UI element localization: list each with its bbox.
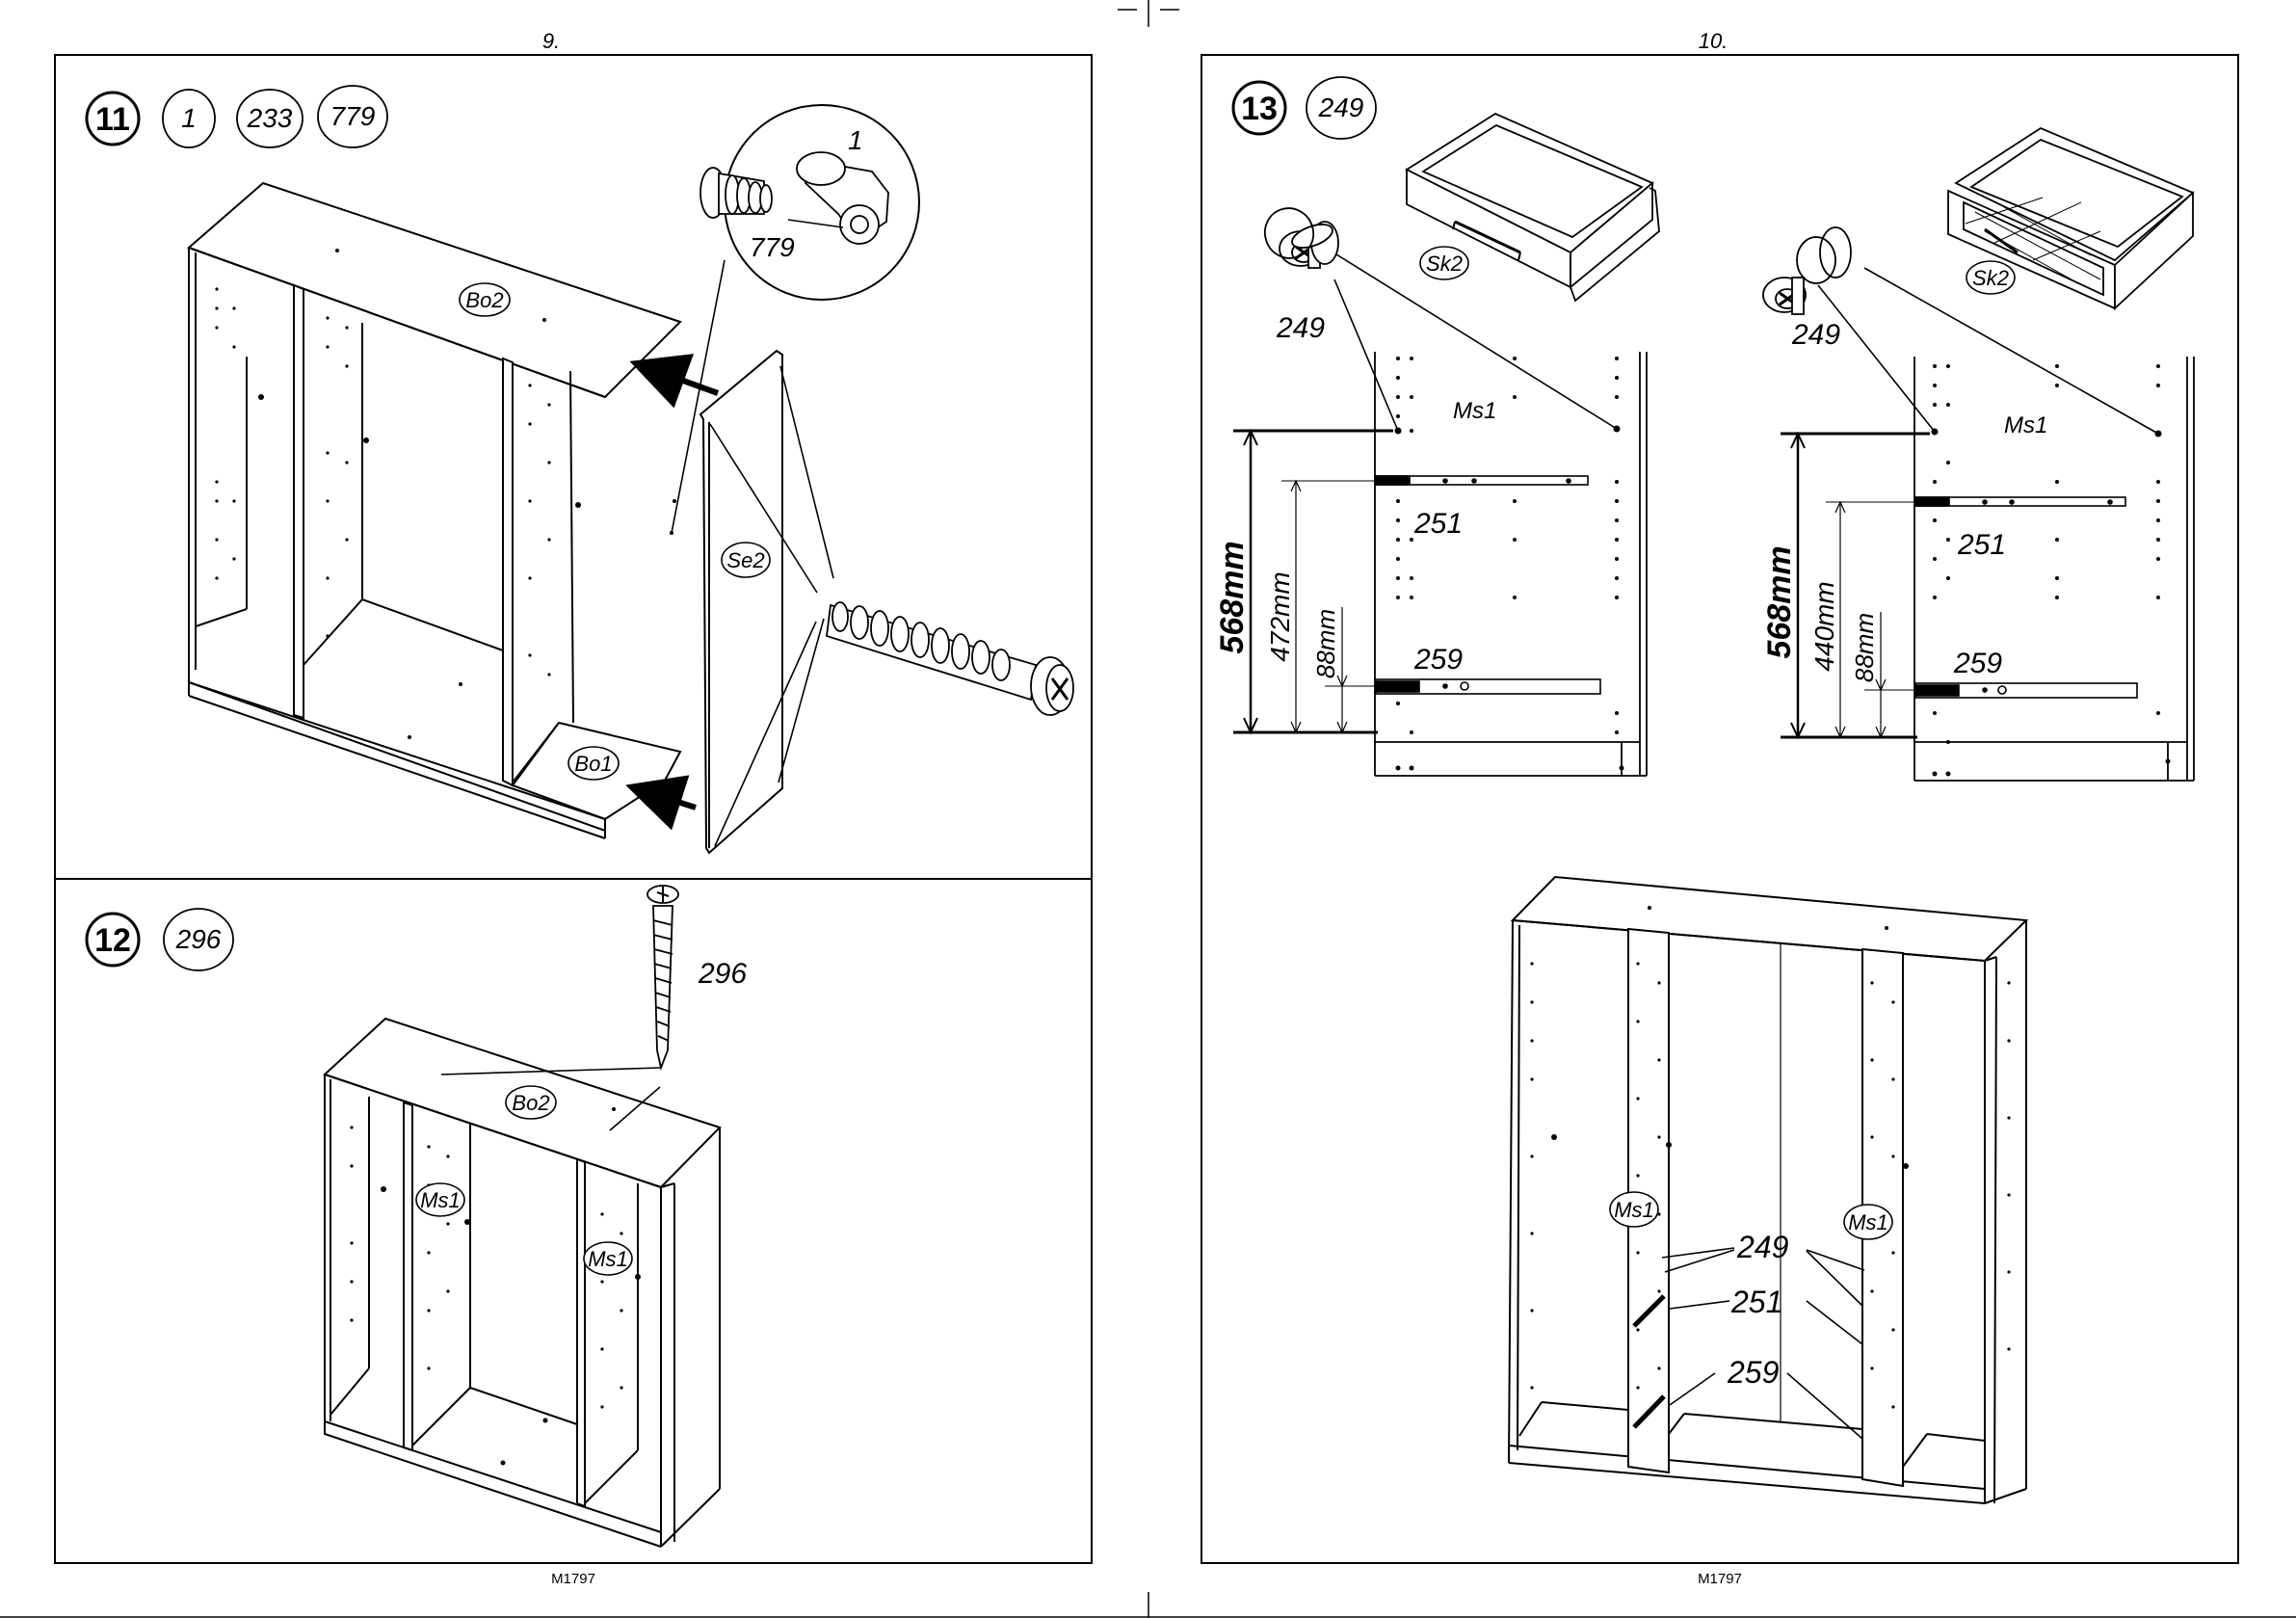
footer-code-right: M1797 xyxy=(1698,1571,1742,1587)
rail-label-251: 251 xyxy=(1957,529,2006,561)
screw-label-296: 296 xyxy=(698,958,747,990)
part-number: 233 xyxy=(247,103,293,133)
step-13: 13 249 249 xyxy=(1214,77,2194,1503)
part-number: 249 xyxy=(1318,93,1364,122)
panel-label-ms1: Ms1 xyxy=(1848,1210,1888,1234)
page-number-right: 10. xyxy=(1699,29,1729,53)
step-13-number: 13 xyxy=(1241,91,1278,127)
rail-251-drawing xyxy=(1376,476,1588,485)
step-11-number: 11 xyxy=(95,101,130,138)
rail-259-drawing xyxy=(1376,679,1600,694)
dimension-88: 88mm xyxy=(1850,613,1879,682)
rail-label-251: 251 xyxy=(1413,508,1463,540)
dimension-440: 440mm xyxy=(1809,581,1839,671)
panel-label-ms1: Ms1 xyxy=(1614,1198,1654,1222)
step-12-number: 12 xyxy=(94,922,131,959)
dimension-88: 88mm xyxy=(1311,609,1340,678)
pin-label-249: 249 xyxy=(1791,319,1840,351)
panel-label-ms1: Ms1 xyxy=(2004,412,2047,438)
panel-label-ms1: Ms1 xyxy=(588,1247,628,1271)
rail-259-drawing xyxy=(1915,683,2137,698)
pin-249-drawing xyxy=(1763,227,1851,314)
drawer-rail-diagram-right: 249 Sk2 xyxy=(1761,128,2194,781)
footer-code-left: M1797 xyxy=(551,1571,595,1587)
step-12: 12 296 296 xyxy=(87,886,747,1547)
drawer-rail-diagram-left: 249 Sk2 xyxy=(1214,114,1659,776)
rail-251-drawing xyxy=(1915,497,2125,506)
insert-arrow xyxy=(647,792,696,808)
dimension-lines xyxy=(1781,434,1930,737)
drawer-label-sk2: Sk2 xyxy=(1426,252,1463,276)
pin-249-drawing xyxy=(1258,201,1338,268)
insert-arrow xyxy=(651,369,718,393)
page-number-left: 9. xyxy=(542,29,560,53)
panel-label-bo2: Bo2 xyxy=(512,1091,549,1115)
pin-label-249: 249 xyxy=(1276,312,1325,344)
panel-label-bo1: Bo1 xyxy=(574,752,612,776)
rail-label-259: 259 xyxy=(1413,644,1463,676)
dimension-568: 568mm xyxy=(1761,545,1798,658)
step-11: 11 1 233 779 xyxy=(87,86,1073,853)
callout-label-249: 249 xyxy=(1736,1230,1789,1264)
panel-label-ms1: Ms1 xyxy=(1453,398,1496,424)
wardrobe-carcass-drawing xyxy=(189,183,680,838)
panel-label-se2: Se2 xyxy=(726,548,764,572)
dimension-568: 568mm xyxy=(1214,541,1251,653)
side-panel-se2 xyxy=(700,351,782,853)
cabinet-with-rails-drawing: Ms1 Ms1 249 251 259 xyxy=(1509,877,2026,1503)
dimension-lines xyxy=(1233,431,1393,732)
detail-label-dowel: 779 xyxy=(750,232,795,262)
dimension-472: 472mm xyxy=(1265,571,1295,661)
hole-rows xyxy=(1932,364,2171,777)
leader-lines xyxy=(1818,285,1935,432)
screw-296-drawing xyxy=(647,886,678,1068)
panel-label-bo2: Bo2 xyxy=(465,288,503,312)
drawer-label-sk2: Sk2 xyxy=(1972,266,2009,290)
leader-lines xyxy=(1662,1248,1864,1439)
leader-lines xyxy=(1334,279,1398,431)
panel-label-ms1: Ms1 xyxy=(420,1188,461,1212)
side-panel-section xyxy=(1375,352,1647,776)
part-number: 1 xyxy=(181,103,197,133)
callout-label-251: 251 xyxy=(1730,1285,1782,1319)
hole-rows xyxy=(1530,906,2010,1409)
connector-screw-drawing xyxy=(827,602,1073,715)
callout-label-259: 259 xyxy=(1727,1355,1780,1390)
detail-callout: 1 779 xyxy=(700,105,919,300)
detail-label-cam: 1 xyxy=(848,125,863,155)
hole-rows xyxy=(1395,357,1624,771)
side-panel-section xyxy=(1914,357,2194,781)
part-number: 779 xyxy=(330,101,376,131)
part-number: 296 xyxy=(175,924,222,954)
rail-label-259: 259 xyxy=(1953,648,2002,679)
